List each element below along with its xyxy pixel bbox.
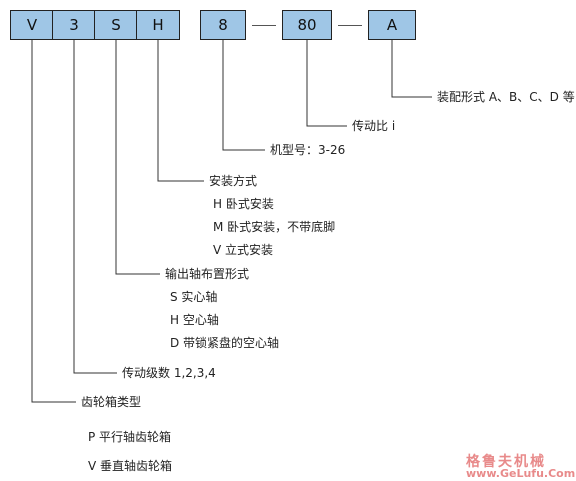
watermark-url: www.GeLufu.Com [466, 467, 576, 480]
connector-mounting [157, 40, 204, 182]
code-box-v: V [10, 10, 54, 40]
gearbox-type-title: 齿轮箱类型 [81, 395, 142, 409]
separator-dash-2 [338, 25, 362, 26]
connector-ratio [306, 40, 347, 127]
code-box-h: H [136, 10, 180, 40]
stages-label: 传动级数 1,2,3,4 [122, 366, 216, 380]
separator-dash-1 [252, 25, 276, 26]
gearbox-type-option-p: P 平行轴齿轮箱 [88, 430, 172, 444]
assembly-form-label: 装配形式 A、B、C、D 等 [437, 90, 575, 104]
connector-gearbox-type [31, 40, 76, 403]
connector-output-shaft [115, 40, 160, 275]
output-shaft-option-h: H 空心轴 [170, 313, 219, 327]
frame-size-label: 机型号：3-26 [270, 143, 346, 157]
mounting-option-v: V 立式安装 [213, 243, 274, 257]
ratio-label: 传动比 i [352, 119, 396, 133]
code-box-8: 8 [200, 10, 246, 40]
connector-stages [73, 40, 117, 374]
output-shaft-option-d: D 带锁紧盘的空心轴 [170, 336, 280, 350]
mounting-option-h: H 卧式安装 [213, 197, 274, 211]
watermark-name: 格鲁夫机械 [466, 454, 546, 470]
mounting-title: 安装方式 [209, 174, 258, 188]
connector-frame-size [222, 40, 265, 151]
output-shaft-title: 输出轴布置形式 [165, 267, 250, 281]
gearbox-type-option-v: V 垂直轴齿轮箱 [88, 459, 173, 473]
connector-assembly-form [391, 40, 432, 98]
output-shaft-option-s: S 实心轴 [170, 290, 218, 304]
mounting-option-m: M 卧式安装，不带底脚 [213, 220, 336, 234]
code-box-3: 3 [52, 10, 96, 40]
code-box-a: A [368, 10, 416, 40]
code-box-80: 80 [282, 10, 332, 40]
